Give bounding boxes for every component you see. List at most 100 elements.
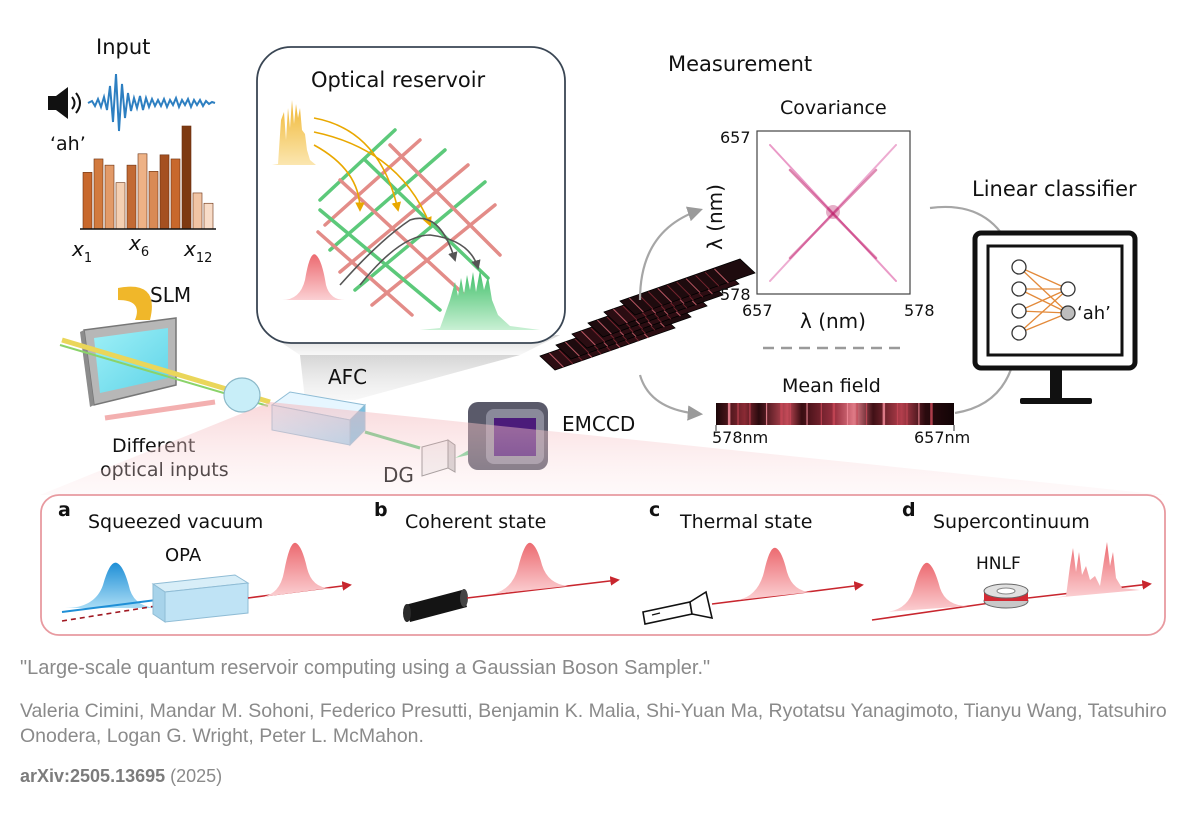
- mean-field-stripe: [856, 403, 858, 425]
- reservoir-input-spectrum: [272, 100, 316, 165]
- emccd-label: EMCCD: [562, 412, 635, 436]
- mean-field-stripe: [896, 403, 899, 425]
- classifier-title: Linear classifier: [972, 177, 1137, 201]
- feature-label-x12: x12: [183, 237, 212, 266]
- mean-field-stripe: [865, 403, 868, 425]
- camera-frame-stripe: [714, 268, 729, 284]
- feature-tick-labels: x1 x6 x12: [71, 231, 212, 266]
- camera-frame-stripe: [574, 338, 590, 354]
- panel-a-output-pulse: [262, 542, 330, 597]
- panel-a-title: Squeezed vacuum: [88, 511, 263, 533]
- camera-frame-stripe: [657, 288, 673, 303]
- panel-a-squeezed-pulse: [65, 562, 160, 608]
- panel-b-title: Coherent state: [405, 511, 546, 533]
- mean-field-stripe: [806, 403, 808, 425]
- covariance-pattern: [769, 144, 897, 282]
- cov-ytick-top: 657: [720, 128, 751, 147]
- covariance-title: Covariance: [780, 97, 887, 119]
- mean-field-stripe: [749, 403, 751, 425]
- feature-bar: [192, 192, 203, 230]
- feature-bar: [203, 202, 214, 230]
- panel-b-coherent-pulse: [492, 542, 568, 594]
- mean-field-stripe: [727, 403, 731, 425]
- feature-bar: [148, 171, 159, 230]
- afc-label: AFC: [328, 365, 367, 389]
- camera-frame-stripe: [666, 284, 682, 300]
- camera-frame-stripe: [704, 271, 720, 287]
- camera-frame-stripe: [638, 294, 654, 310]
- camera-frame-stripe: [558, 349, 574, 365]
- slm-device: [80, 317, 177, 407]
- camera-frame-stripe: [581, 330, 596, 346]
- mean-field-stripe: [846, 403, 849, 425]
- camera-frame-stripe: [565, 341, 580, 357]
- cov-yaxis-label: λ (nm): [703, 184, 727, 250]
- slm-label: SLM: [150, 283, 191, 307]
- beam-pink: [104, 399, 216, 421]
- cov-ytick-bottom: 578: [720, 285, 751, 304]
- feature-bar: [137, 153, 148, 230]
- panels-zoom-shadow: [40, 402, 1165, 495]
- hnlf-fiber-spool: [983, 583, 1029, 609]
- cov-xtick-right: 578: [904, 301, 935, 320]
- input-title: Input: [96, 35, 150, 59]
- mean-field-stripes: [727, 403, 933, 425]
- panel-d-device: HNLF: [976, 554, 1021, 574]
- camera-frame-stripe: [676, 281, 692, 297]
- panel-d-supercontinuum: [1052, 542, 1140, 598]
- panel-c-letter: c: [649, 499, 660, 521]
- feature-bar: [93, 158, 104, 230]
- feature-label-x6: x6: [128, 231, 149, 260]
- camera-frame-stripe: [549, 352, 564, 368]
- feature-bar: [181, 125, 192, 230]
- camera-frame-stripe: [695, 275, 710, 290]
- caption-authors: Valeria Cimini, Mandar M. Sohoni, Federi…: [20, 700, 1167, 747]
- reservoir-output-spectrum: [420, 270, 540, 330]
- mean-field-right-label: 657nm: [914, 428, 970, 447]
- mean-field-stripe: [882, 403, 886, 425]
- cov-xaxis-label: λ (nm): [800, 309, 866, 333]
- mean-field-stripe: [789, 403, 791, 425]
- camera-frame-stripe: [613, 308, 628, 324]
- panel-d-input-beam: [871, 602, 991, 621]
- camera-frame-stripe: [647, 291, 663, 306]
- feature-bar: [115, 182, 126, 230]
- panel-d-input-pulse: [886, 562, 968, 612]
- camera-frame-stripe: [590, 327, 606, 343]
- arxiv-id[interactable]: arXiv:2505.13695: [20, 766, 166, 786]
- camera-frame-stripe: [597, 319, 612, 335]
- reservoir-seed-pulse: [282, 254, 345, 300]
- camera-frame-stripe: [606, 316, 622, 332]
- input-states-panel: [40, 494, 1166, 636]
- mean-field-stripe: [780, 403, 783, 425]
- mean-field-stripe: [906, 403, 908, 425]
- caption-reference: arXiv:2505.13695 (2025): [20, 766, 222, 787]
- feature-bar: [126, 164, 137, 230]
- arrow-to-covariance: [638, 206, 703, 301]
- panel-a-pump-line: [61, 605, 157, 622]
- mean-field-stripe: [918, 403, 920, 425]
- mean-field-stripe: [737, 403, 739, 425]
- arrow-to-mean-field: [638, 374, 704, 421]
- reservoir-box: [256, 46, 566, 344]
- camera-frames-stack: [539, 258, 756, 371]
- panel-a-device: OPA: [165, 545, 202, 566]
- neural-net-diagram: [1011, 259, 1076, 341]
- mean-field-stripe: [930, 403, 933, 425]
- panel-d-title: Supercontinuum: [933, 511, 1090, 533]
- panel-a-blue-line: [61, 599, 157, 613]
- reservoir-zoom-funnel: [300, 355, 520, 400]
- slm-light-fan: [118, 286, 152, 320]
- input-sample-label: ‘ah’: [50, 133, 86, 155]
- panel-c-thermal-pulse: [738, 547, 812, 600]
- caption-title: "Large-scale quantum reservoir computing…: [20, 657, 711, 679]
- panel-a-letter: a: [58, 499, 71, 521]
- feature-bar: [104, 164, 115, 230]
- camera-frame-stripe: [629, 297, 644, 313]
- mean-field-stripe: [820, 403, 822, 425]
- classifier-output-label: ‘ah’: [1077, 303, 1111, 324]
- feature-bar: [82, 172, 93, 230]
- feature-label-x1: x1: [71, 237, 92, 266]
- feature-bar: [170, 158, 181, 230]
